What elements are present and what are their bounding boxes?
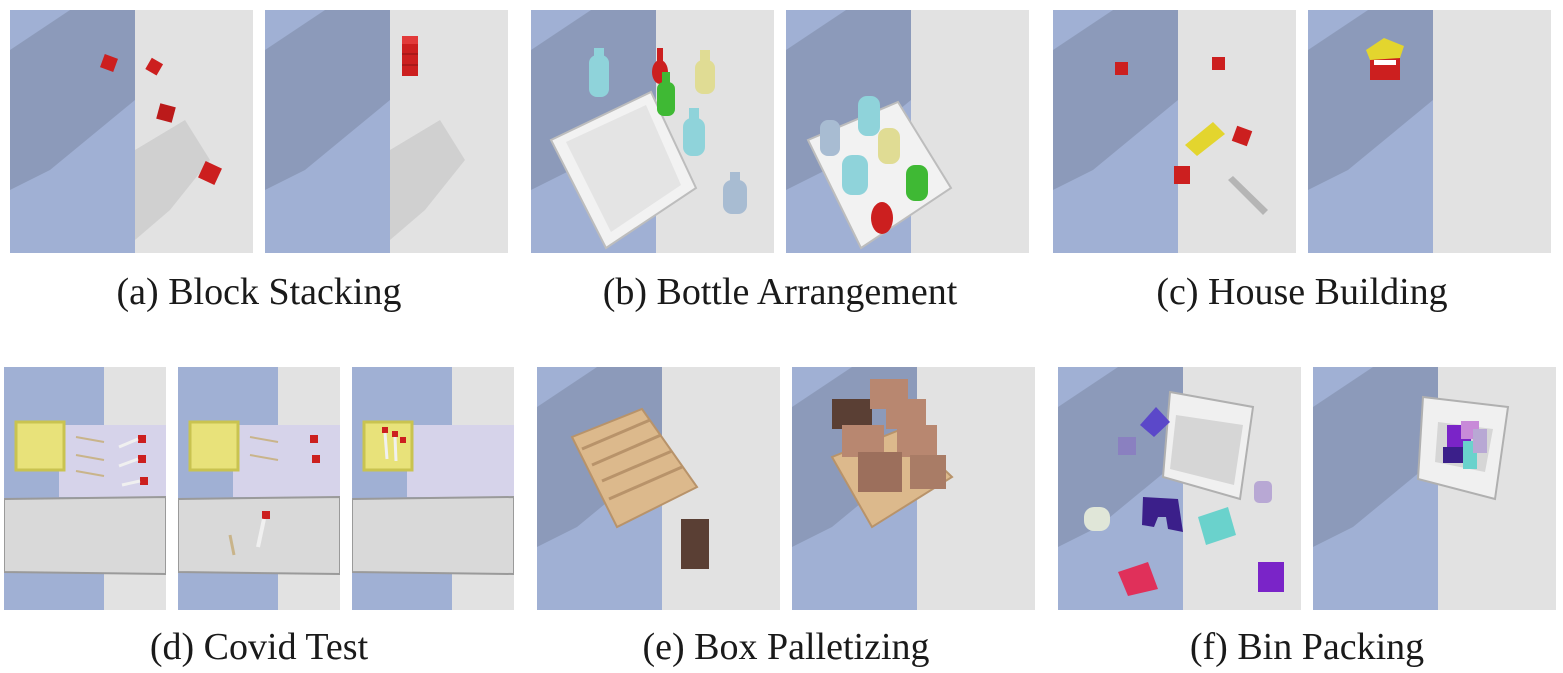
- covid-test-goal-image: [352, 367, 514, 610]
- swab-tools: [228, 435, 320, 556]
- purple-wedge: [1140, 407, 1170, 437]
- bin-packing-goal-image: [1313, 367, 1556, 610]
- red-block: [1174, 166, 1190, 184]
- gray-table: [4, 495, 166, 576]
- caption-house-building: (c) House Building: [1156, 271, 1448, 313]
- box-palletizing-start-image: [537, 367, 780, 610]
- yellow-bottle: [878, 128, 900, 164]
- cyan-bottle: [683, 108, 705, 156]
- green-bottle: [906, 165, 928, 201]
- lavender-mat: [233, 425, 340, 497]
- red-block: [145, 57, 164, 76]
- empty-bin: [1161, 390, 1255, 501]
- violet-box: [1258, 562, 1284, 592]
- bin-packing-start-image: [1058, 367, 1301, 610]
- bottle-arrangement-goal-image: [786, 10, 1029, 253]
- gray-table: [352, 495, 514, 576]
- yellow-roof-block: [1185, 122, 1225, 156]
- lavender-mat: [59, 425, 166, 497]
- filled-bin: [1416, 395, 1510, 501]
- caption-covid-test: (d) Covid Test: [149, 626, 369, 668]
- house-building-start-image: [1053, 10, 1296, 253]
- block-stacking-start-image: [10, 10, 253, 253]
- cyan-bottle: [589, 48, 609, 97]
- swab-tools: [75, 435, 148, 487]
- covid-test-middle-image: [178, 367, 340, 610]
- white-cylinder: [1084, 507, 1110, 531]
- red-block: [198, 161, 222, 185]
- green-bottle: [657, 72, 675, 116]
- red-block: [100, 54, 118, 72]
- blue-gray-bottle: [820, 120, 840, 156]
- wooden-pallet: [570, 407, 699, 529]
- floor-shadow: [1228, 176, 1268, 215]
- red-block: [156, 103, 176, 123]
- cyan-bottle: [858, 96, 880, 136]
- lavender-mat: [407, 425, 514, 497]
- pink-box: [1118, 562, 1158, 596]
- yellow-tray-with-tests: [362, 420, 414, 472]
- white-tray: [549, 90, 698, 250]
- built-house: [1366, 38, 1404, 80]
- caption-bottle-arrangement: (b) Bottle Arrangement: [602, 271, 958, 313]
- caption-bin-packing: (f) Bin Packing: [1189, 626, 1425, 668]
- red-bottle: [871, 202, 893, 234]
- caption-box-palletizing: (e) Box Palletizing: [642, 626, 930, 668]
- bottle-arrangement-start-image: [531, 10, 774, 253]
- block-stacking-goal-image: [265, 10, 508, 253]
- stacked-boxes: [832, 379, 946, 492]
- blue-gray-bottle: [723, 172, 747, 214]
- yellow-bottle: [695, 50, 715, 94]
- lavender-cube: [1118, 437, 1136, 455]
- lavender-cylinder: [1254, 481, 1272, 503]
- teal-block: [1198, 507, 1236, 545]
- stacked-red-blocks: [402, 36, 418, 76]
- brown-box: [681, 519, 709, 569]
- purple-arch: [1142, 497, 1183, 532]
- yellow-tray: [14, 420, 66, 472]
- house-building-goal-image: [1308, 10, 1551, 253]
- yellow-tray: [188, 420, 240, 472]
- caption-block-stacking: (a) Block Stacking: [116, 271, 402, 313]
- red-block: [1115, 62, 1128, 75]
- red-block: [1231, 125, 1253, 147]
- red-block: [1212, 57, 1225, 70]
- covid-test-start-image: [4, 367, 166, 610]
- box-palletizing-goal-image: [792, 367, 1035, 610]
- cyan-bottle: [842, 155, 868, 195]
